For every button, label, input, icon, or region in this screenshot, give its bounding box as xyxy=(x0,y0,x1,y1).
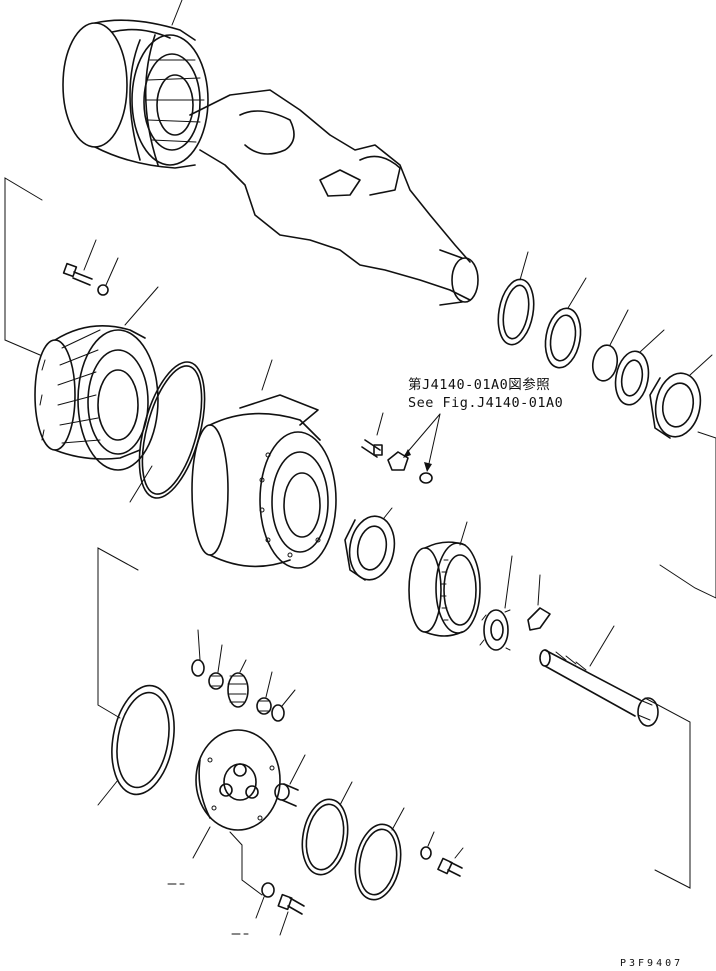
blank-callout-marks xyxy=(167,883,249,935)
inner-bearing xyxy=(344,507,396,581)
lock-washer xyxy=(527,574,551,631)
wheel-hub xyxy=(34,286,159,471)
cover-bolt xyxy=(437,847,464,877)
needle-bearing-1 xyxy=(208,644,224,690)
outer-bearing xyxy=(649,354,713,439)
shim-plate-1 xyxy=(301,781,353,876)
assembly-bracket-lines xyxy=(4,177,716,889)
stud-bolt xyxy=(361,412,384,458)
thrust-washer-2 xyxy=(271,689,296,722)
reference-note-en: See Fig.J4140-01A0 xyxy=(408,395,563,411)
bottom-leader xyxy=(229,831,263,896)
o-ring xyxy=(591,309,629,382)
bottom-washer xyxy=(255,882,275,919)
cover-washer xyxy=(420,831,435,860)
thrust-washer-1 xyxy=(191,629,205,677)
planet-gear xyxy=(227,659,249,708)
carrier-bolt xyxy=(274,754,306,807)
bottom-bolt xyxy=(277,893,305,936)
carrier-housing xyxy=(191,359,337,569)
snap-ring xyxy=(497,251,535,346)
axle-housing-assembly xyxy=(62,0,479,306)
oil-seal xyxy=(614,329,665,406)
cover-gasket xyxy=(97,684,175,806)
ring-gear xyxy=(408,521,481,637)
reference-note-jp: 第J4140-01A0図参照 xyxy=(408,376,550,393)
lock-plate xyxy=(387,451,433,484)
seal-ring xyxy=(544,277,587,369)
lock-nut xyxy=(479,555,513,651)
bolt-upper-left xyxy=(62,239,119,296)
sun-shaft xyxy=(539,625,659,727)
reference-arrows xyxy=(403,413,441,472)
drawing-code: P3F9407 xyxy=(620,958,683,969)
planet-carrier xyxy=(192,729,281,859)
shim-plate-2 xyxy=(354,807,405,901)
needle-bearing-2 xyxy=(256,671,273,715)
